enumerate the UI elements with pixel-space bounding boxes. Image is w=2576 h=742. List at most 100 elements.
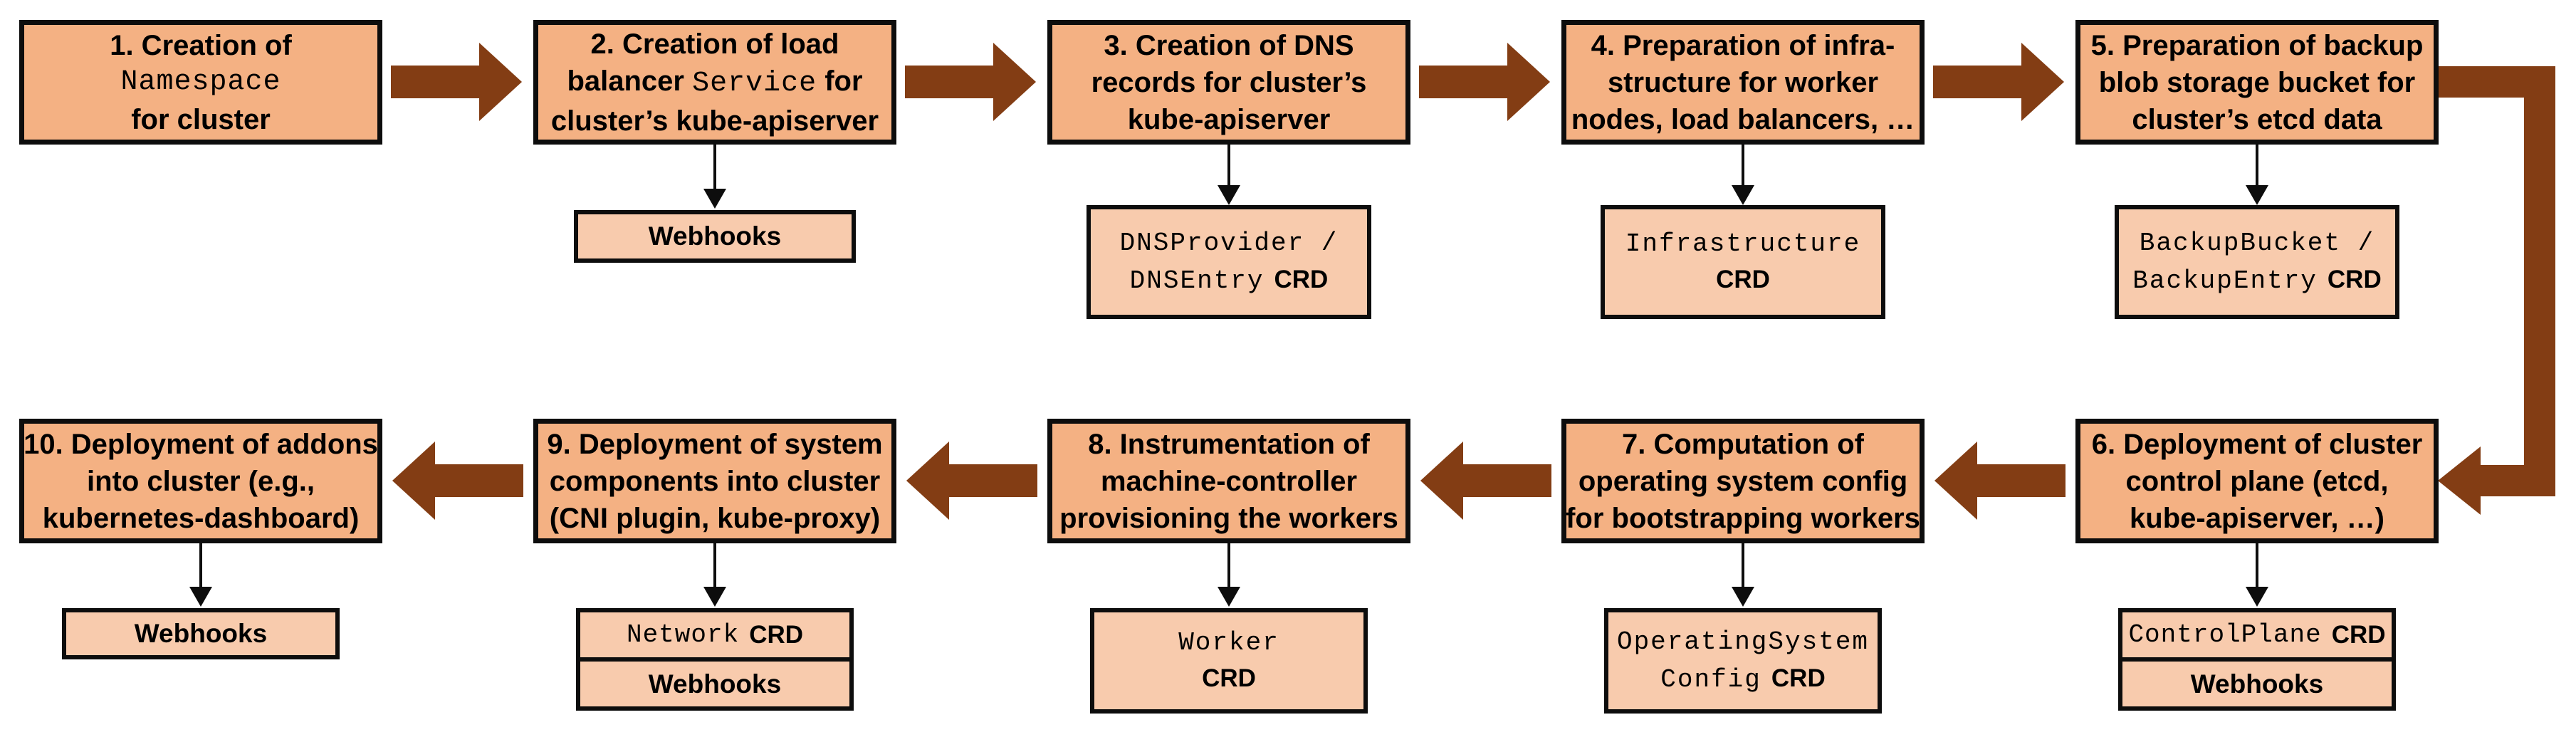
- flow-arrow-left-8-9: [906, 441, 1037, 520]
- connector-line: [1742, 145, 1744, 185]
- step-10-line-1: 10. Deployment of addons: [23, 428, 378, 460]
- connector-line: [713, 543, 716, 587]
- crd-code: Config: [1660, 664, 1761, 694]
- arrow-shaft: [949, 464, 1037, 497]
- step-box-7: 7. Computation of operating system confi…: [1561, 419, 1925, 543]
- arrow-head: [2021, 43, 2064, 121]
- connector-arrowhead: [1218, 185, 1240, 205]
- step-1-line-3: for cluster: [131, 103, 271, 135]
- step-box-10: 10. Deployment of addons into cluster (e…: [19, 419, 382, 543]
- step-3-line-1: 3. Creation of DNS: [1104, 29, 1354, 61]
- arrow-head: [1420, 441, 1463, 520]
- arrow-shaft: [1977, 464, 2065, 497]
- flow-arrow-left-6-7: [1934, 441, 2065, 520]
- crd-suffix: CRD: [2327, 265, 2382, 293]
- flow-arrow-right-2-3: [905, 43, 1036, 121]
- step-8-line-2: machine-controller: [1100, 465, 1358, 497]
- sub-box-webhooks-step10: Webhooks: [62, 608, 340, 659]
- flow-arrow-left-9-10: [392, 441, 523, 520]
- flow-arrow-right-3-4: [1419, 43, 1550, 121]
- step-2-line-2-code: Service: [692, 67, 817, 100]
- webhooks-label: Webhooks: [134, 619, 268, 648]
- crd-code: DNSEntry: [1129, 266, 1265, 296]
- crd-line-1: BackupBucket /: [2139, 228, 2375, 258]
- connector-arrowhead: [1732, 587, 1754, 607]
- crd-line-1: DNSProvider /: [1119, 228, 1339, 258]
- step-10-line-3: kubernetes-dashboard): [42, 502, 360, 534]
- sub-row-webhooks: Webhooks: [576, 657, 854, 711]
- connector-arrowhead: [2246, 587, 2268, 607]
- crd-suffix: CRD: [1771, 664, 1826, 692]
- step-9-line-1: 9. Deployment of system: [547, 428, 883, 460]
- flow-arrow-right-1-2: [391, 43, 522, 121]
- connector-arrow-step8: [1218, 543, 1240, 607]
- elbow-bottom-bar: [2478, 465, 2555, 496]
- step-1-line-1: 1. Creation of: [110, 29, 292, 61]
- connector-line: [1227, 543, 1230, 587]
- webhooks-label: Webhooks: [2190, 669, 2324, 699]
- step-4-line-1: 4. Preparation of infra-: [1591, 29, 1895, 61]
- arrow-shaft: [905, 66, 993, 98]
- arrow-head: [1934, 441, 1977, 520]
- crd-suffix: CRD: [1202, 664, 1256, 692]
- connector-line: [2256, 543, 2258, 587]
- step-8-line-3: provisioning the workers: [1059, 502, 1398, 534]
- step-box-2: 2. Creation of load balancer Service for…: [533, 20, 896, 145]
- connector-arrow-step4: [1732, 145, 1754, 205]
- step-8-line-1: 8. Instrumentation of: [1088, 428, 1370, 460]
- crd-line-2: DNSEntry CRD: [1130, 261, 1329, 299]
- connector-arrowhead: [1218, 587, 1240, 607]
- connector-arrow-step5: [2246, 145, 2268, 205]
- arrow-head: [906, 441, 949, 520]
- crd-code: Network: [626, 620, 740, 649]
- arrow-head: [1507, 43, 1550, 121]
- step-4-line-3: nodes, load balancers, …: [1571, 103, 1915, 135]
- elbow-vertical-bar: [2524, 66, 2555, 496]
- crd-code: ControlPlane: [2128, 620, 2322, 649]
- step-box-6: 6. Deployment of cluster control plane (…: [2075, 419, 2439, 543]
- arrow-shaft: [435, 464, 523, 497]
- step-box-5: 5. Preparation of backup blob storage bu…: [2075, 20, 2439, 145]
- step-2-line-1: 2. Creation of load: [590, 28, 839, 60]
- webhooks-label: Webhooks: [648, 669, 782, 699]
- sub-box-crd-step8: Worker CRD: [1090, 608, 1368, 714]
- connector-arrow-step6: [2246, 543, 2268, 607]
- connector-line: [1227, 145, 1230, 185]
- connector-arrow-step9: [703, 543, 726, 607]
- step-6-line-1: 6. Deployment of cluster: [2091, 428, 2423, 460]
- crd-line-1: Infrastructure: [1625, 229, 1861, 258]
- connector-arrowhead: [189, 587, 212, 607]
- step-3-line-2: records for cluster’s: [1091, 66, 1367, 98]
- arrow-head: [479, 43, 522, 121]
- step-5-line-1: 5. Preparation of backup: [2090, 29, 2424, 61]
- connector-line: [199, 543, 202, 587]
- arrow-head: [993, 43, 1036, 121]
- step-2-line-2: balancer Service for: [567, 63, 862, 103]
- connector-arrow-step7: [1732, 543, 1754, 607]
- arrow-head: [392, 441, 435, 520]
- step-box-1: 1. Creation of Namespace for cluster: [19, 20, 382, 145]
- step-4-line-2: structure for worker: [1607, 66, 1879, 98]
- step-7-line-1: 7. Computation of: [1622, 428, 1864, 460]
- step-box-8: 8. Instrumentation of machine-controller…: [1047, 419, 1410, 543]
- crd-suffix: CRD: [2331, 620, 2386, 649]
- sub-box-crd-step3: DNSProvider / DNSEntry CRD: [1087, 205, 1371, 319]
- connector-arrow-step10: [189, 543, 212, 607]
- connector-arrow-step3: [1218, 145, 1240, 205]
- connector-arrowhead: [1732, 185, 1754, 205]
- connector-line: [2256, 145, 2258, 185]
- flow-arrow-right-4-5: [1933, 43, 2064, 121]
- connector-arrowhead: [703, 587, 726, 607]
- crd-suffix: CRD: [1274, 265, 1329, 293]
- step-2-line-3: cluster’s kube-apiserver: [550, 105, 879, 137]
- sub-box-stack-step6: ControlPlane CRD Webhooks: [2118, 608, 2396, 711]
- step-box-3: 3. Creation of DNS records for cluster’s…: [1047, 20, 1410, 145]
- step-1-line-2-code: Namespace: [120, 66, 281, 98]
- arrow-shaft: [1933, 66, 2021, 98]
- step-6-line-2: control plane (etcd,: [2125, 465, 2389, 497]
- webhooks-label: Webhooks: [648, 221, 782, 251]
- arrow-shaft: [1419, 66, 1507, 98]
